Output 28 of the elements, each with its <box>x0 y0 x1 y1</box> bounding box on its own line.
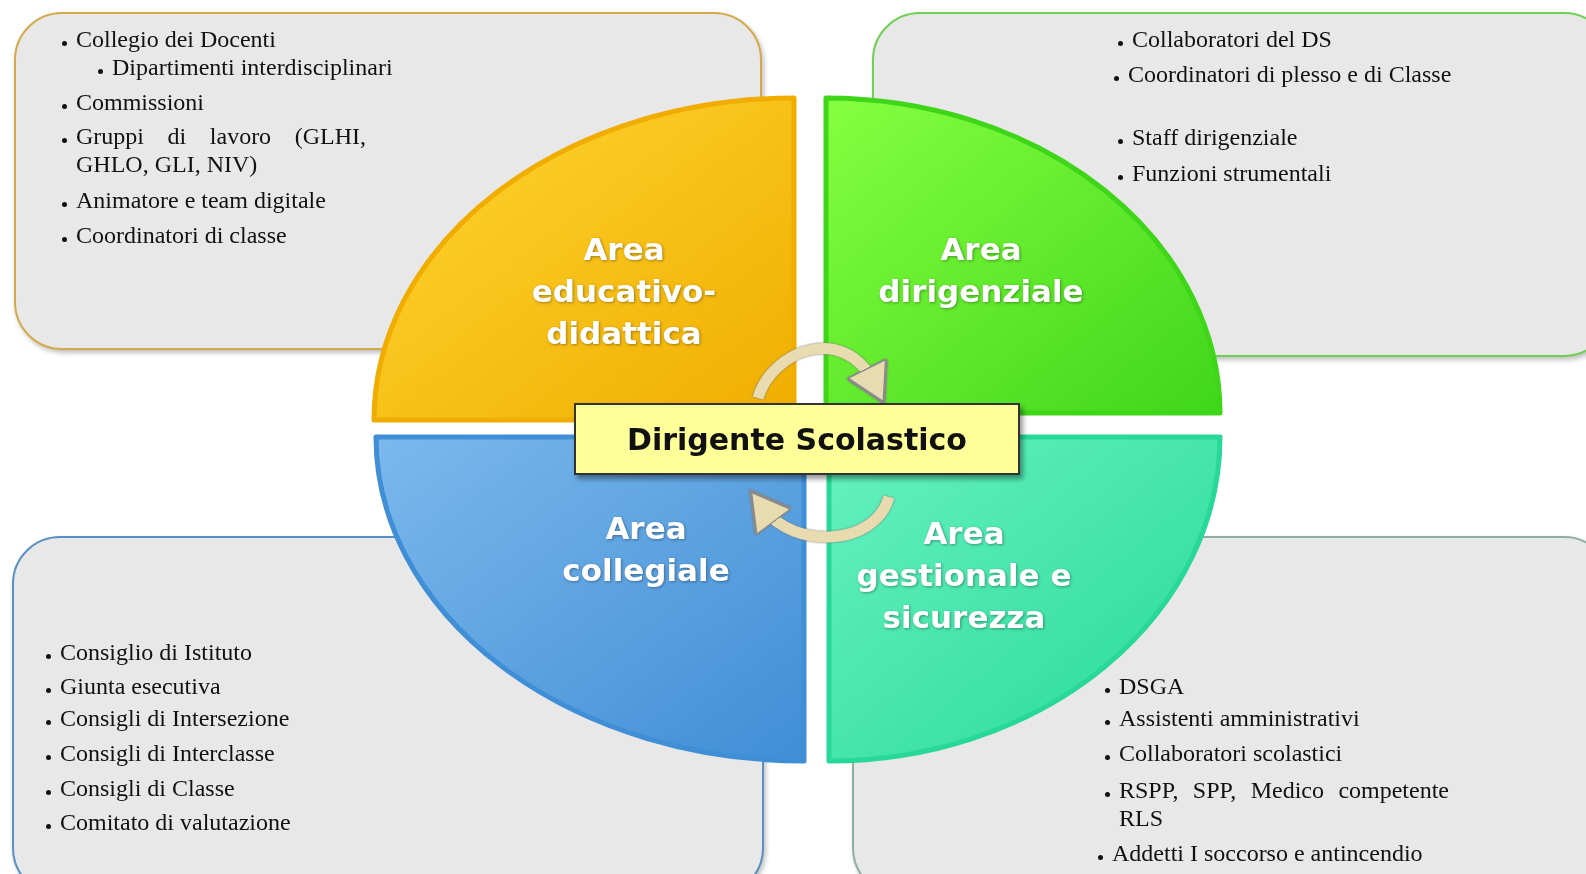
area-label: Area gestionale e sicurezza <box>855 514 1073 637</box>
bullet-item: Collaboratori scolastici <box>1119 739 1343 767</box>
area-label: Area dirigenziale <box>877 230 1085 311</box>
bullet-item: Animatore e team digitale <box>76 186 326 214</box>
bullet-item: Assistenti amministrativi <box>1119 704 1360 732</box>
bullet-item: Staff dirigenziale <box>1132 123 1298 151</box>
curved-arrow <box>747 491 895 543</box>
bullet-item: Addetti I soccorso e antincendio <box>1112 839 1423 867</box>
bullet-item: Consiglio di Istituto <box>60 638 253 666</box>
curved-arrow <box>752 343 888 403</box>
bullet-item: Consigli di Classe <box>60 774 235 802</box>
bullet-item: Comitato di valutazione <box>60 808 291 836</box>
bullet-item: Gruppi di lavoro (GLHI, GHLO, GLI, NIV) <box>76 122 366 178</box>
bullet-item: Consigli di Intersezione <box>60 704 290 732</box>
bullet-item: RSPP, SPP, Medico competente RLS <box>1119 776 1449 832</box>
bullet-item: Commissioni <box>76 88 205 116</box>
area-label: Area collegiale <box>561 509 731 590</box>
bullet-item: Funzioni strumentali <box>1132 159 1332 187</box>
bullet-item: Coordinatori di classe <box>76 221 287 249</box>
bullet-item: Giunta esecutiva <box>60 672 221 700</box>
bullet-item: Consigli di Interclasse <box>60 739 275 767</box>
bullet-item: DSGA <box>1119 672 1185 700</box>
bullet-item: Coordinatori di plesso e di Classe <box>1128 60 1452 88</box>
bullet-item: Dipartimenti interdisciplinari <box>112 53 393 81</box>
bullet-item: Collegio dei Docenti <box>76 25 276 53</box>
bullet-item: Collaboratori del DS <box>1132 25 1332 53</box>
area-label: Area educativo-didattica <box>530 230 718 353</box>
title-box: Dirigente Scolastico <box>574 403 1020 475</box>
